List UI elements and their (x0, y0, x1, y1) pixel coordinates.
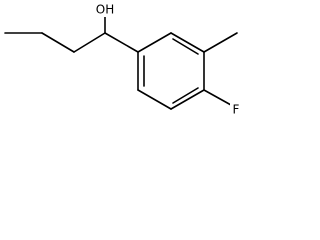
bond-ring-f (203, 89, 232, 106)
bond-c2-c3 (41, 32, 75, 53)
bond-ring-methyl (203, 32, 238, 53)
bond-c3-c4 (73, 32, 106, 53)
ring-bond-1 (137, 32, 172, 53)
hydroxyl-label: OH (96, 3, 114, 17)
oh-label-background (94, 2, 116, 17)
ring-bond-4 (170, 89, 205, 110)
fluorine-label: F (233, 103, 240, 117)
ring-bond-2 (170, 32, 205, 53)
f-label-background (230, 102, 242, 117)
chemical-structure: OH F (4, 2, 242, 117)
ring-bond-5 (137, 89, 172, 110)
bond-c4-ring (104, 32, 139, 53)
ring-double-bond-1 (172, 38, 199, 55)
ring-double-bond-2 (172, 87, 199, 104)
